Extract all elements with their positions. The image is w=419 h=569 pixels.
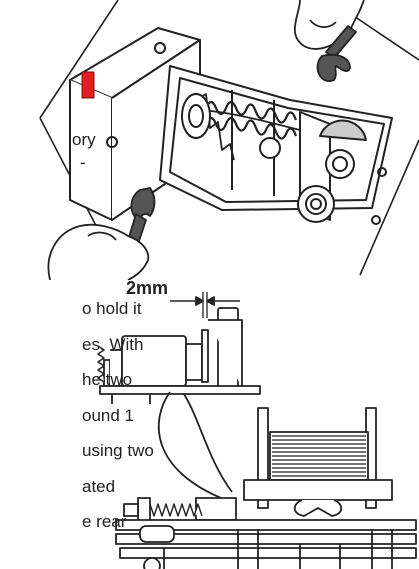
text-fragment: ated [82,477,116,496]
dimension-label: 2mm [126,278,169,298]
text-fragment: es. With [82,335,144,354]
text-fragment: ound 1 [82,406,134,425]
text-fragment: e rear [82,512,127,531]
text-fragment: o hold it [82,299,142,318]
text-fragment: using two [82,441,154,460]
text-fragment: - [80,153,86,172]
text-fragment: ory [72,130,96,149]
text-fragment: he two [82,370,133,389]
top-illustration [39,0,419,280]
